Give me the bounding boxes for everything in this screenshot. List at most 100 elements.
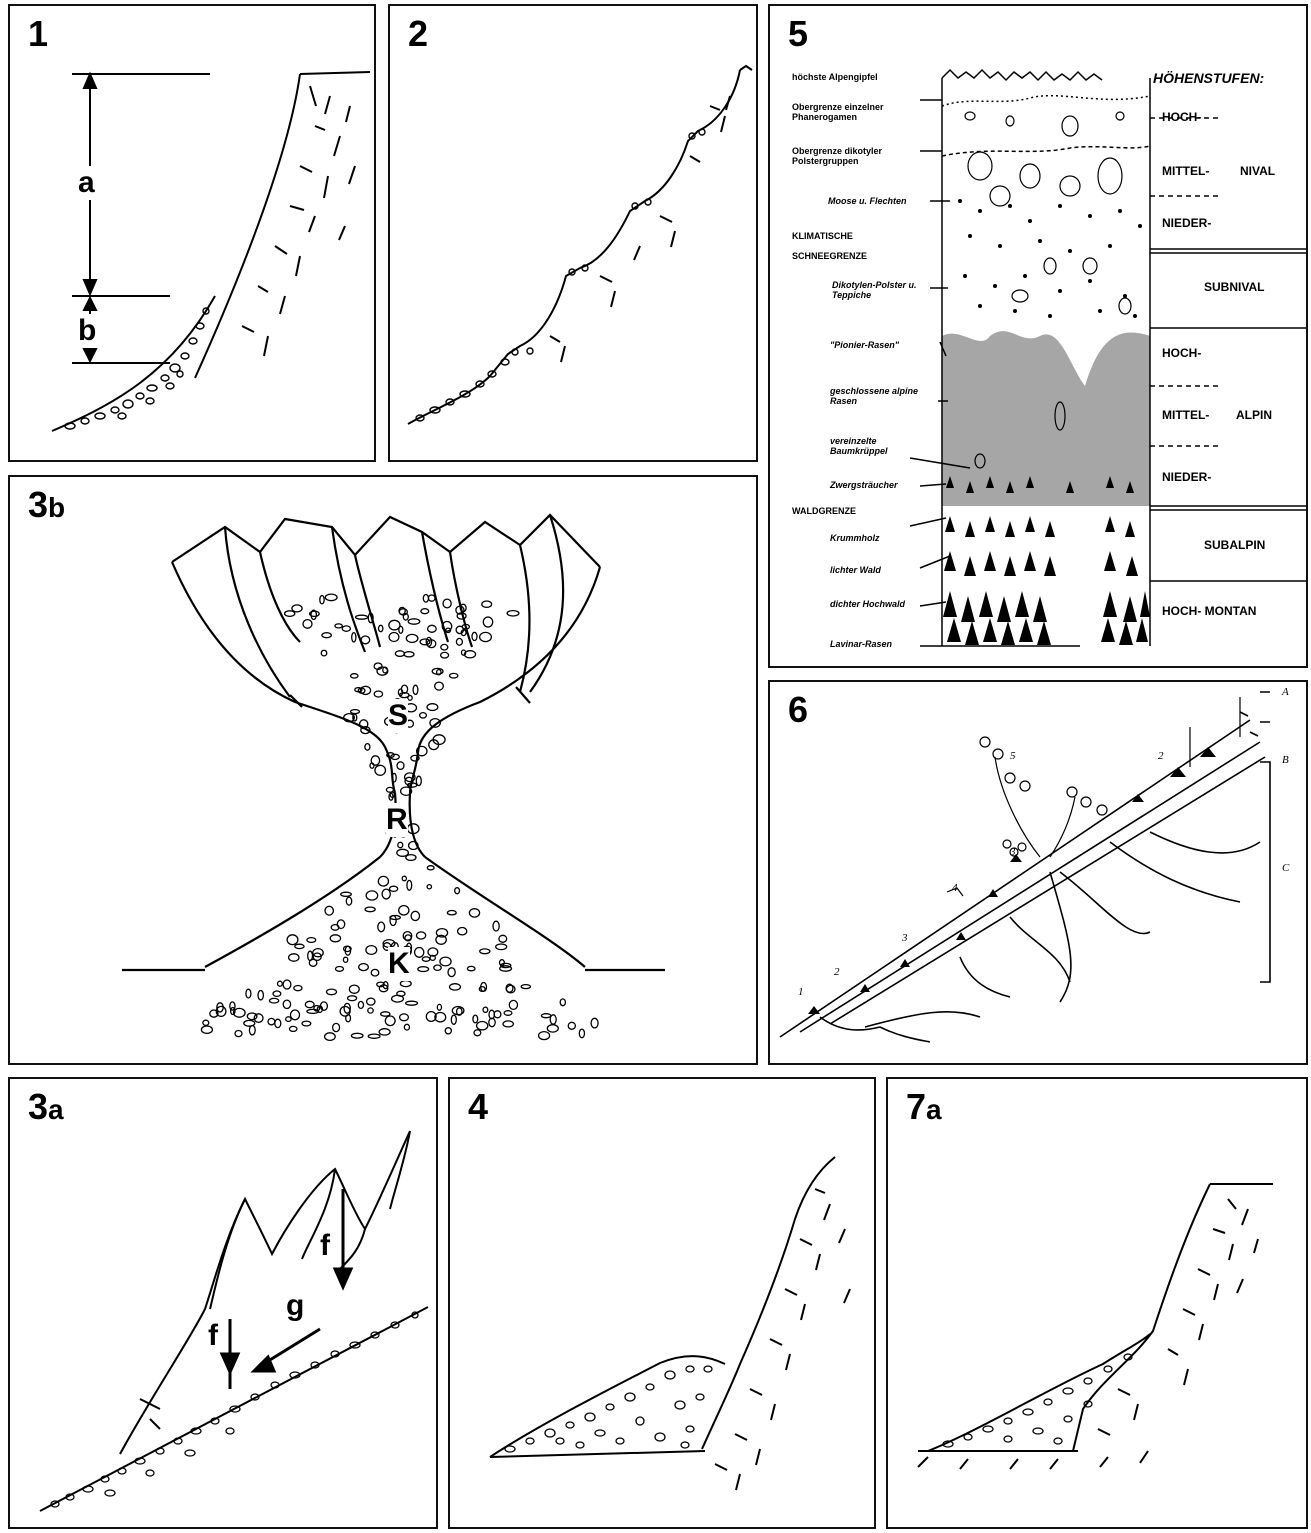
pebble (390, 886, 398, 891)
pebble (450, 673, 458, 678)
pebble (275, 1019, 281, 1027)
pebble (378, 922, 385, 932)
label-waldgrenze: WALDGRENZE (792, 506, 892, 516)
pebble (320, 596, 324, 604)
pebble (451, 1015, 456, 1024)
pebble (366, 891, 378, 900)
pebble (303, 620, 312, 629)
pebble (408, 696, 412, 701)
pebble (496, 944, 507, 950)
panel-1-number: 1 (28, 16, 48, 52)
label-vereinzelte-baumkrueppel: vereinzelte Baumkrüppel (830, 436, 920, 456)
pebble (547, 1025, 558, 1032)
pebble (445, 1028, 451, 1034)
panel-7a-drawing (888, 1079, 1306, 1527)
panel-2: 2 (388, 4, 758, 462)
pebble (568, 1022, 575, 1029)
pebble (472, 632, 477, 640)
pebble (321, 650, 327, 656)
pebble (458, 928, 467, 935)
pebble (504, 1011, 512, 1016)
pebble (480, 632, 492, 641)
pebble (230, 1002, 235, 1010)
pebble (356, 615, 368, 619)
pebble (244, 1020, 255, 1026)
pebble (381, 1012, 390, 1016)
zone-nival: NIVAL (1240, 164, 1275, 178)
pebble (400, 981, 411, 987)
pebble (467, 966, 475, 970)
pebble (462, 650, 466, 655)
pebble (379, 625, 383, 631)
pebble (423, 595, 428, 603)
pebble (365, 744, 370, 751)
label-klimatische-schneegrenze: KLIMATISCHE SCHNEEGRENZE (792, 226, 902, 266)
pebble (330, 935, 340, 942)
hoehenstufen-header: HÖHENSTUFEN: (1153, 70, 1264, 86)
pebble (395, 651, 404, 657)
panel-7a-number-main: 7 (906, 1086, 926, 1127)
label-k: K (388, 947, 410, 981)
pebble (389, 633, 399, 642)
zone-subnival: SUBNIVAL (1204, 280, 1264, 294)
pebble (295, 944, 304, 948)
pebble (365, 907, 375, 912)
label-obergrenze-polstergruppen: Obergrenze dikotyler Polstergruppen (792, 146, 927, 166)
pebble (367, 998, 375, 1005)
pebble (292, 605, 302, 612)
pebble (283, 980, 291, 989)
pebble (286, 1017, 291, 1022)
label-hoechste-alpengipfel: höchste Alpengipfel (792, 72, 922, 82)
pebble (408, 619, 420, 624)
pebble (273, 991, 281, 996)
pebble (509, 1000, 517, 1009)
pebble (322, 633, 331, 638)
pebble (435, 682, 444, 690)
pebble (427, 704, 438, 711)
label-f-right: f (320, 1229, 330, 1263)
pebble (402, 876, 406, 881)
zone-nieder-alpin: NIEDER- (1162, 470, 1211, 484)
pebble (302, 1021, 311, 1026)
label-geschlossene-alpine-rasen: geschlossene alpine Rasen (830, 386, 930, 406)
label-a: a (78, 166, 95, 200)
pebble (434, 965, 441, 970)
pebble (483, 617, 492, 627)
pebble (397, 849, 409, 856)
pebble (289, 954, 299, 961)
panel-3b-number: 3b (28, 487, 65, 523)
pebble (343, 957, 347, 962)
pebble (413, 685, 418, 694)
pebble (246, 989, 251, 998)
plant-number: 5 (1010, 750, 1016, 762)
zone-subalpin: SUBALPIN (1204, 538, 1265, 552)
pebble (351, 710, 360, 714)
panel-3a-number: 3a (28, 1089, 64, 1125)
pebble (560, 999, 565, 1006)
plant-number: 2 (834, 966, 840, 978)
panel-7a-number: 7a (906, 1089, 942, 1125)
panel-6: 6 A B C 1 2 3 4 3 5 2 (768, 680, 1308, 1065)
zone-mittel-alpin: MITTEL- (1162, 408, 1209, 422)
panel-4-number: 4 (468, 1089, 488, 1125)
panel-5: 5 HÖHENSTUFEN: höchste Alpengipfel Oberg… (768, 4, 1308, 668)
pebble (420, 639, 430, 645)
pebble (440, 957, 451, 966)
panel-3a-number-main: 3 (28, 1086, 48, 1127)
layer-a-label: A (1282, 686, 1289, 698)
plant-number: 3 (1010, 846, 1016, 858)
pebble (499, 935, 507, 942)
panel-2-number: 2 (408, 16, 428, 52)
pebble (278, 981, 283, 986)
pebble (397, 762, 404, 770)
pebble (422, 957, 430, 961)
pebble (503, 1021, 513, 1027)
label-zwergstraeucher: Zwergsträucher (830, 480, 930, 490)
label-r: R (386, 803, 408, 837)
label-s: S (388, 699, 408, 733)
pebble (455, 888, 460, 894)
pebble (428, 625, 437, 632)
pebble (437, 1004, 441, 1010)
panel-3a-drawing (10, 1079, 436, 1527)
pebble (379, 1029, 390, 1035)
